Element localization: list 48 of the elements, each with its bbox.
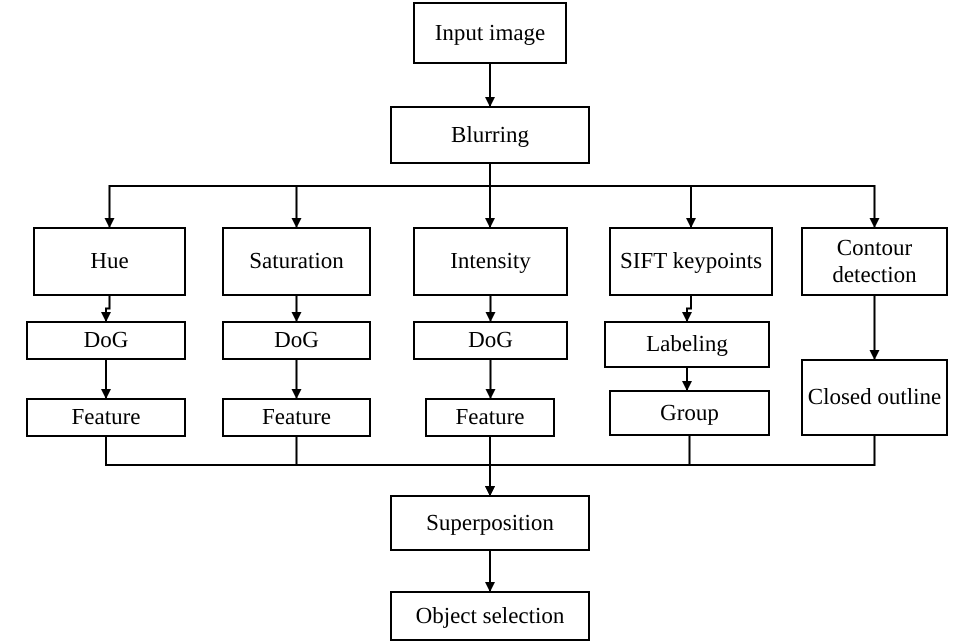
arrow [292, 296, 302, 322]
process-box [390, 495, 590, 551]
arrow [101, 296, 111, 322]
box-label: Contour detection [831, 235, 918, 288]
box-label: DoG [468, 327, 513, 354]
arrow [486, 360, 496, 399]
arrow [485, 64, 495, 107]
box-label: Feature [72, 404, 140, 431]
process-box [26, 398, 186, 437]
process-box [390, 591, 590, 641]
box-label: Saturation [249, 248, 344, 275]
box-label: Blurring [451, 122, 529, 148]
box-label: Feature [262, 404, 331, 431]
box-label: DoG [84, 327, 128, 354]
arrow [682, 296, 692, 322]
arrow [485, 551, 495, 592]
arrow [292, 360, 302, 399]
arrow [101, 360, 111, 399]
box-label: Input image [434, 20, 546, 46]
box-label: Superposition [426, 510, 554, 536]
process-box [413, 321, 568, 360]
process-box [390, 106, 590, 164]
process-box [413, 2, 567, 64]
process-box [604, 321, 770, 368]
box-label: Labeling [646, 331, 728, 358]
process-box [33, 227, 186, 296]
process-box [222, 398, 371, 437]
arrow [485, 436, 876, 496]
process-box [425, 398, 555, 437]
box-label: Feature [456, 404, 524, 431]
box-label: DoG [274, 327, 319, 354]
arrow [870, 296, 880, 360]
process-box [222, 227, 371, 296]
process-box [222, 321, 371, 360]
process-box [609, 227, 773, 296]
process-box [801, 227, 948, 296]
process-box [801, 359, 948, 436]
box-label: Intensity [450, 248, 531, 275]
box-label: Closed outline [808, 384, 942, 411]
arrow [486, 296, 496, 322]
box-label: Hue [90, 248, 129, 275]
box-label: SIFT keypoints [620, 248, 762, 275]
process-box [26, 321, 186, 360]
process-box [609, 390, 770, 436]
box-label: Group [660, 400, 719, 426]
arrow [682, 368, 692, 391]
box-label: Object selection [416, 602, 564, 630]
process-box [413, 227, 568, 296]
